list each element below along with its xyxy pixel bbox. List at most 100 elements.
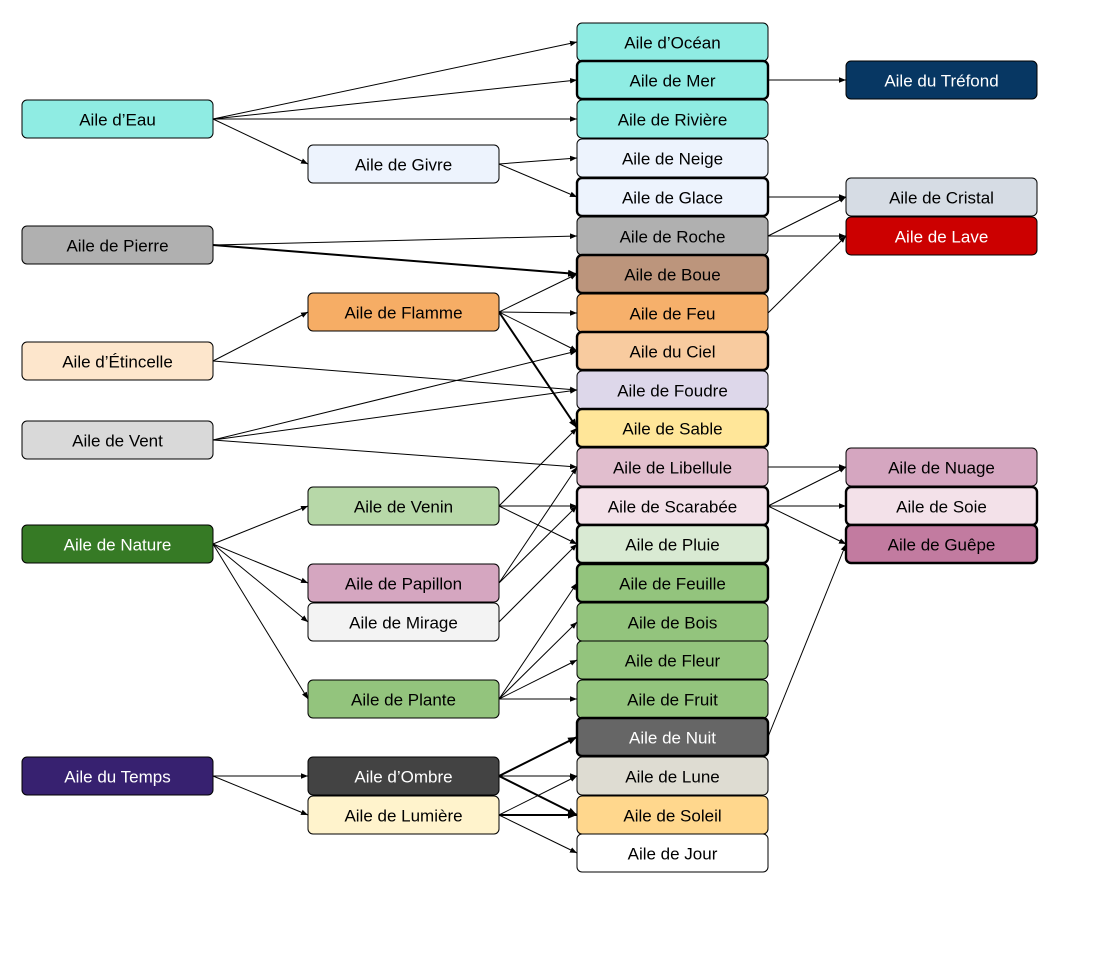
edge-vent-to-libellule — [212, 439, 578, 470]
node-givre: Aile de Givre — [307, 144, 500, 184]
node-scarabee: Aile de Scarabée — [575, 485, 770, 527]
node-label-bois: Aile de Bois — [628, 614, 718, 633]
edge-vent-to-foudre — [212, 388, 578, 441]
edge-eau-to-ocean — [212, 40, 578, 120]
edge-mirage-to-pluie — [498, 543, 578, 623]
node-label-feu: Aile de Feu — [630, 305, 716, 324]
node-ocean: Aile d’Océan — [576, 22, 769, 62]
edge-pierre-to-boue — [212, 244, 578, 277]
node-box-givre — [307, 144, 500, 184]
node-label-trefond: Aile du Tréfond — [884, 72, 998, 91]
node-venin: Aile de Venin — [307, 486, 500, 526]
edge-scarabee-to-nuage — [767, 466, 847, 507]
node-label-ocean: Aile d’Océan — [624, 34, 720, 53]
node-jour: Aile de Jour — [576, 833, 769, 873]
node-box-temps — [21, 756, 214, 796]
node-mirage: Aile de Mirage — [307, 602, 500, 642]
edges-layer — [212, 40, 847, 854]
node-eau: Aile d’Eau — [21, 99, 214, 139]
node-glace: Aile de Glace — [575, 176, 770, 218]
node-neige: Aile de Neige — [576, 138, 769, 178]
node-label-boue: Aile de Boue — [624, 266, 720, 285]
node-label-neige: Aile de Neige — [622, 150, 723, 169]
edge-eau-to-mer — [212, 77, 578, 120]
node-soleil: Aile de Soleil — [576, 795, 769, 835]
edge-flamme-to-feu — [498, 310, 578, 316]
node-label-feuille: Aile de Feuille — [619, 575, 726, 594]
node-label-roche: Aile de Roche — [620, 228, 726, 247]
node-trefond: Aile du Tréfond — [845, 60, 1038, 100]
node-box-plante — [307, 679, 500, 719]
edge-venin-to-sable — [498, 427, 578, 507]
edge-givre-to-neige — [498, 155, 578, 165]
node-label-foudre: Aile de Foudre — [617, 382, 728, 401]
node-box-lave — [845, 216, 1038, 256]
node-label-flamme: Aile de Flamme — [344, 304, 462, 323]
node-label-ciel: Aile du Ciel — [630, 343, 716, 362]
node-box-pierre — [21, 225, 214, 265]
node-feuille: Aile de Feuille — [575, 562, 770, 604]
node-feu: Aile de Feu — [576, 293, 769, 333]
edge-nature-to-plante — [212, 543, 309, 700]
node-box-lune — [576, 756, 769, 796]
node-box-papillon — [307, 563, 500, 603]
node-libellule: Aile de Libellule — [576, 447, 769, 487]
node-lumiere: Aile de Lumière — [307, 795, 500, 835]
node-label-plante: Aile de Plante — [351, 691, 456, 710]
node-papillon: Aile de Papillon — [307, 563, 500, 603]
node-nuage: Aile de Nuage — [845, 447, 1038, 487]
node-box-ciel — [575, 330, 770, 372]
edge-plante-to-feuille — [498, 582, 578, 700]
node-label-fruit: Aile de Fruit — [627, 691, 718, 710]
node-fruit: Aile de Fruit — [576, 679, 769, 719]
node-box-trefond — [845, 60, 1038, 100]
node-cristal: Aile de Cristal — [845, 177, 1038, 217]
node-label-jour: Aile de Jour — [628, 845, 718, 864]
node-label-riviere: Aile de Rivière — [618, 111, 728, 130]
node-box-ombre — [307, 756, 500, 796]
node-label-mirage: Aile de Mirage — [349, 614, 458, 633]
node-roche: Aile de Roche — [576, 216, 769, 256]
node-box-etincelle — [21, 341, 214, 381]
edge-givre-to-glace — [498, 163, 578, 198]
node-sable: Aile de Sable — [575, 407, 770, 449]
node-label-pierre: Aile de Pierre — [66, 237, 168, 256]
node-box-lumiere — [307, 795, 500, 835]
node-box-mer — [575, 59, 770, 101]
node-label-papillon: Aile de Papillon — [345, 575, 462, 594]
node-box-nature — [21, 524, 214, 564]
node-bois: Aile de Bois — [576, 602, 769, 642]
edge-roche-to-cristal — [767, 196, 847, 237]
node-temps: Aile du Temps — [21, 756, 214, 796]
edge-flamme-to-sable — [498, 311, 578, 429]
edge-vent-to-ciel — [212, 349, 578, 441]
node-pierre: Aile de Pierre — [21, 225, 214, 265]
node-box-guepe — [844, 523, 1039, 565]
edge-temps-to-lumiere — [212, 775, 309, 816]
node-etincelle: Aile d’Étincelle — [21, 341, 214, 381]
node-label-vent: Aile de Vent — [72, 432, 163, 451]
edge-flamme-to-boue — [498, 273, 578, 313]
edge-nuit-to-guepe — [767, 543, 847, 738]
node-pluie: Aile de Pluie — [575, 523, 770, 565]
node-box-nuit — [575, 716, 770, 758]
node-box-jour — [576, 833, 769, 873]
node-label-libellule: Aile de Libellule — [613, 459, 732, 478]
node-mer: Aile de Mer — [575, 59, 770, 101]
edge-nature-to-venin — [212, 505, 309, 545]
edge-feu-to-lave — [767, 235, 847, 314]
node-label-etincelle: Aile d’Étincelle — [62, 353, 173, 372]
edge-etincelle-to-foudre — [212, 360, 578, 393]
node-label-guepe: Aile de Guêpe — [888, 536, 996, 555]
node-guepe: Aile de Guêpe — [844, 523, 1039, 565]
node-label-nuage: Aile de Nuage — [888, 459, 995, 478]
node-label-mer: Aile de Mer — [630, 72, 716, 91]
edge-eau-to-givre — [212, 118, 309, 165]
node-foudre: Aile de Foudre — [576, 370, 769, 410]
node-box-boue — [575, 253, 770, 295]
node-lave: Aile de Lave — [845, 216, 1038, 256]
node-label-nuit: Aile de Nuit — [629, 729, 716, 748]
edge-plante-to-fleur — [498, 659, 578, 700]
node-boue: Aile de Boue — [575, 253, 770, 295]
